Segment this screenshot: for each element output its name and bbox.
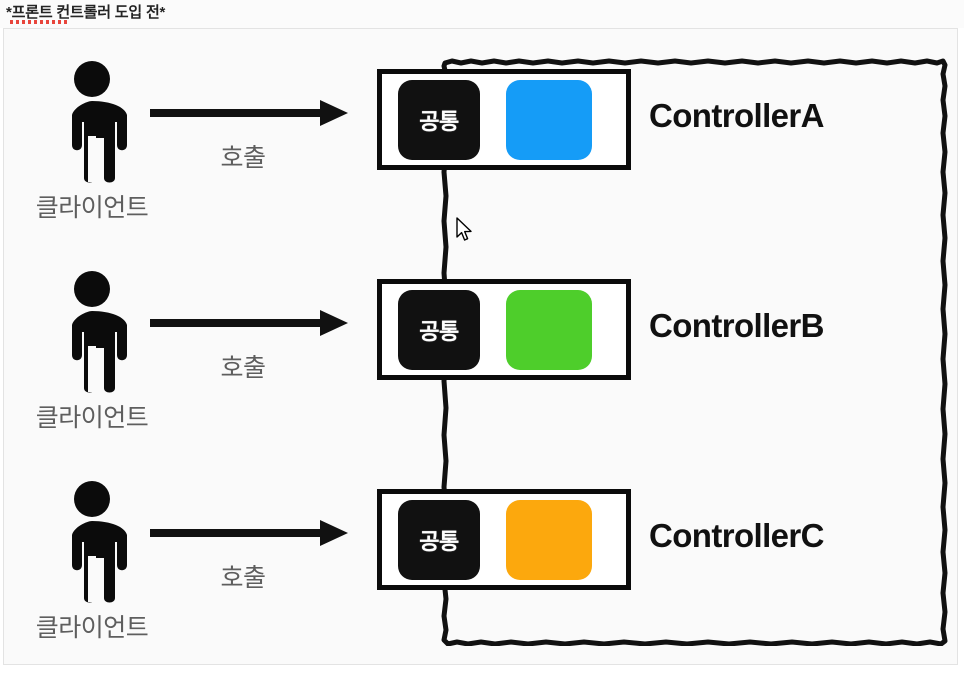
- common-logic-chip-c[interactable]: 공통: [398, 499, 480, 580]
- mouse-pointer-icon: [456, 217, 474, 243]
- common-chip-label: 공통: [419, 318, 459, 344]
- client-label: 클라이언트: [35, 194, 149, 222]
- client-actor-c: 클라이언트: [32, 480, 152, 644]
- client-actor-b: 클라이언트: [32, 270, 152, 434]
- page-title: *프론트 컨트롤러 도입 전*: [6, 4, 166, 21]
- person-icon: [49, 270, 135, 394]
- call-label: 호출: [220, 564, 266, 592]
- controller-row-c: 클라이언트 호출 공통 ControllerC: [4, 476, 957, 664]
- client-label: 클라이언트: [35, 614, 149, 642]
- arrow-icon: [150, 520, 348, 546]
- arrow-shaft: [150, 109, 326, 117]
- arrow-head: [320, 520, 348, 546]
- controller-name-c: ControllerC: [649, 517, 825, 554]
- common-chip-label: 공통: [419, 528, 459, 554]
- client-label: 클라이언트: [35, 404, 149, 432]
- person-icon: [49, 60, 135, 184]
- arrow-shaft: [150, 319, 326, 327]
- arrow-shaft: [150, 529, 326, 537]
- controller-box-b[interactable]: 공통: [377, 279, 631, 380]
- controller-box-c[interactable]: 공통: [377, 489, 631, 590]
- call-label: 호출: [220, 354, 266, 382]
- arrow-icon: [150, 310, 348, 336]
- controller-box-a[interactable]: 공통: [377, 69, 631, 170]
- controller-logic-chip-c[interactable]: [506, 499, 592, 580]
- page-header: *프론트 컨트롤러 도입 전*: [0, 0, 964, 28]
- common-chip-label: 공통: [419, 108, 459, 134]
- common-logic-chip-a[interactable]: 공통: [398, 79, 480, 160]
- call-arrow-c: 호출: [150, 520, 350, 594]
- call-arrow-a: 호출: [150, 100, 350, 174]
- controller-logic-chip-b[interactable]: [506, 289, 592, 370]
- diagram-canvas: 클라이언트 호출 공통 ControllerA: [3, 28, 958, 665]
- controller-logic-chip-a[interactable]: [506, 79, 592, 160]
- spellcheck-squiggle-underline: [10, 20, 68, 24]
- arrow-head: [320, 310, 348, 336]
- controller-row-a: 클라이언트 호출 공통 ControllerA: [4, 56, 957, 266]
- client-actor-a: 클라이언트: [32, 60, 152, 224]
- person-icon: [49, 480, 135, 604]
- controller-row-b: 클라이언트 호출 공통 ControllerB: [4, 266, 957, 476]
- arrow-head: [320, 100, 348, 126]
- common-logic-chip-b[interactable]: 공통: [398, 289, 480, 370]
- controller-name-b: ControllerB: [649, 307, 825, 344]
- call-label: 호출: [220, 144, 266, 172]
- controller-name-a: ControllerA: [649, 97, 825, 134]
- call-arrow-b: 호출: [150, 310, 350, 384]
- arrow-icon: [150, 100, 348, 126]
